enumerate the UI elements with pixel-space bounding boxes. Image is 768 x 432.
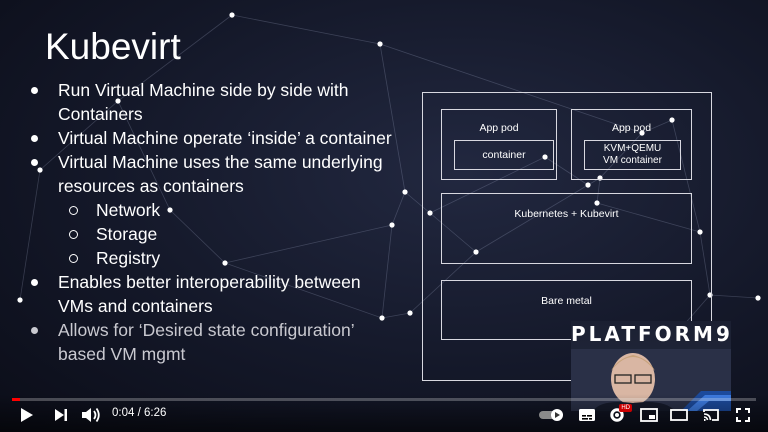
network-link xyxy=(117,14,233,102)
network-link xyxy=(699,231,711,296)
network-node xyxy=(594,200,600,206)
time-display: 0:04 / 6:26 xyxy=(112,407,166,419)
network-node xyxy=(167,207,173,213)
cast-button[interactable] xyxy=(700,406,722,424)
bare-metal-layer-label: Bare metal xyxy=(541,295,592,307)
network-node xyxy=(222,260,228,266)
network-link xyxy=(231,14,381,45)
network-link xyxy=(379,43,643,134)
bullet-item: Virtual Machine uses the same underlying… xyxy=(22,150,392,198)
network-link xyxy=(39,100,119,171)
progress-bar[interactable] xyxy=(12,398,756,401)
sub-bullet-item: Network xyxy=(22,198,392,222)
bullet-list: Run Virtual Machine side by side with Co… xyxy=(22,78,392,366)
network-link xyxy=(224,262,383,319)
network-link xyxy=(596,202,701,233)
network-link xyxy=(475,184,589,253)
miniplayer-button[interactable] xyxy=(638,406,660,424)
network-link xyxy=(404,191,431,214)
bullet-item: Virtual Machine operate ‘inside’ a conta… xyxy=(22,126,392,150)
play-icon xyxy=(21,408,33,422)
network-node xyxy=(697,229,703,235)
settings-button[interactable]: HD xyxy=(606,404,632,424)
subtitles-icon xyxy=(579,409,595,421)
cast-icon xyxy=(703,409,719,421)
next-button[interactable] xyxy=(50,406,72,424)
fullscreen-button[interactable] xyxy=(732,406,754,424)
network-link xyxy=(429,212,477,253)
network-link xyxy=(381,224,393,319)
network-link xyxy=(596,177,601,204)
sub-bullet-item: Registry xyxy=(22,246,392,270)
platform9-logo: PLATFORM9 xyxy=(571,322,731,346)
duration: 6:26 xyxy=(143,407,167,419)
container-box: container xyxy=(454,140,554,170)
network-link xyxy=(117,100,171,211)
vm-container-line-2: VM container xyxy=(603,155,662,166)
network-node xyxy=(407,310,413,316)
bullet-item: Enables better interoperability between … xyxy=(22,270,392,318)
network-node xyxy=(37,167,43,173)
current-time: 0:04 xyxy=(112,407,135,419)
network-link xyxy=(381,312,411,319)
miniplayer-icon xyxy=(640,408,658,422)
network-link xyxy=(391,191,406,226)
app-pod-label: App pod xyxy=(611,122,652,134)
volume-icon xyxy=(82,407,100,423)
network-node xyxy=(639,130,645,136)
network-node xyxy=(402,189,408,195)
hd-badge-icon: HD xyxy=(619,404,632,412)
network-link xyxy=(544,156,589,186)
network-link xyxy=(224,224,393,264)
network-node xyxy=(473,249,479,255)
network-node xyxy=(542,154,548,160)
theater-icon xyxy=(670,409,688,421)
network-node xyxy=(17,297,23,303)
kubernetes-layer-box: Kubernetes + Kubevirt xyxy=(441,193,692,264)
network-link xyxy=(671,119,701,233)
app-pod-box: App pod xyxy=(441,109,557,180)
fullscreen-icon xyxy=(736,408,750,422)
autoplay-toggle-icon xyxy=(539,409,563,421)
network-link xyxy=(709,294,759,299)
network-node xyxy=(229,12,235,18)
network-link xyxy=(641,119,673,134)
vm-container-box: KVM+QEMU VM container xyxy=(584,140,681,170)
volume-button[interactable] xyxy=(80,406,102,424)
settings-icon xyxy=(610,408,624,422)
bullet-item: Allows for ‘Desired state configuration’… xyxy=(22,318,392,366)
next-icon xyxy=(55,409,67,421)
network-node xyxy=(755,295,761,301)
network-node xyxy=(115,98,121,104)
app-pod-box: App pod xyxy=(571,109,692,180)
player-controls: 0:04 / 6:26 HD xyxy=(0,394,768,432)
bullet-item: Run Virtual Machine side by side with Co… xyxy=(22,78,392,126)
kubernetes-layer-label: Kubernetes + Kubevirt xyxy=(514,208,619,220)
slide-title: Kubevirt xyxy=(45,26,181,67)
bare-metal-layer-box: Bare metal xyxy=(441,280,692,340)
network-link xyxy=(19,169,41,301)
network-node xyxy=(377,41,383,47)
network-node xyxy=(427,210,433,216)
network-link xyxy=(409,251,477,314)
network-node xyxy=(379,315,385,321)
subtitles-button[interactable] xyxy=(576,406,598,424)
network-link xyxy=(169,209,226,264)
time-separator: / xyxy=(134,407,144,419)
network-node xyxy=(669,117,675,123)
theater-mode-button[interactable] xyxy=(668,406,690,424)
network-link xyxy=(429,156,546,214)
vm-container-line-1: KVM+QEMU xyxy=(603,143,662,154)
autoplay-toggle[interactable] xyxy=(538,406,566,424)
network-node xyxy=(389,222,395,228)
progress-played xyxy=(12,398,20,401)
sub-bullet-item: Storage xyxy=(22,222,392,246)
app-pod-label: App pod xyxy=(479,122,519,134)
play-button[interactable] xyxy=(16,406,38,424)
architecture-diagram xyxy=(422,92,712,381)
network-link xyxy=(379,43,406,193)
network-node xyxy=(585,182,591,188)
